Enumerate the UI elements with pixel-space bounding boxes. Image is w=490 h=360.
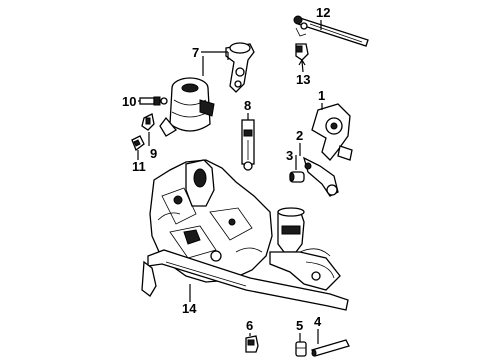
damper-part-8 xyxy=(241,119,255,171)
svg-text:6: 6 xyxy=(246,318,253,333)
svg-text:13: 13 xyxy=(296,72,310,87)
callout-1: 1 xyxy=(318,88,325,110)
svg-text:4: 4 xyxy=(314,314,322,329)
svg-text:14: 14 xyxy=(182,301,197,316)
callout-12: 12 xyxy=(316,5,330,30)
svg-text:3: 3 xyxy=(286,148,293,163)
svg-text:1: 1 xyxy=(318,88,325,103)
callout-8: 8 xyxy=(244,98,251,120)
engine-chassis-assembly xyxy=(141,159,349,311)
callout-5: 5 xyxy=(296,318,303,342)
svg-text:2: 2 xyxy=(296,128,303,143)
clip-part-11 xyxy=(131,135,145,152)
svg-text:5: 5 xyxy=(296,318,303,333)
mount-bracket-part-7b xyxy=(225,42,255,93)
nut-part-6 xyxy=(245,335,259,353)
svg-text:9: 9 xyxy=(150,146,157,161)
sleeve-part-4 xyxy=(311,339,350,357)
callout-2: 2 xyxy=(296,128,303,156)
tie-rod-part xyxy=(293,15,369,47)
engine-mount-part-7 xyxy=(159,77,215,137)
svg-text:10: 10 xyxy=(122,94,136,109)
bolt-part-9 xyxy=(141,113,155,131)
callout-9: 9 xyxy=(148,132,157,161)
callout-3: 3 xyxy=(286,148,297,170)
bushing-part-5 xyxy=(295,341,307,357)
bolt-part-10 xyxy=(139,96,168,106)
svg-text:8: 8 xyxy=(244,98,251,113)
callout-13: 13 xyxy=(296,58,310,87)
svg-text:12: 12 xyxy=(316,5,330,20)
callout-10: 10 xyxy=(122,94,140,109)
knuckle-part-1 xyxy=(311,103,353,161)
callout-6: 6 xyxy=(246,318,253,336)
callout-14: 14 xyxy=(182,284,197,316)
callout-7: 7 xyxy=(192,45,229,76)
svg-text:11: 11 xyxy=(132,159,146,174)
bushing-part-3 xyxy=(289,171,305,183)
pitman-arm-part-2 xyxy=(302,156,339,197)
callout-11: 11 xyxy=(132,150,146,174)
bracket-part-13 xyxy=(295,43,309,61)
svg-text:7: 7 xyxy=(192,45,199,60)
callout-4: 4 xyxy=(314,314,322,344)
